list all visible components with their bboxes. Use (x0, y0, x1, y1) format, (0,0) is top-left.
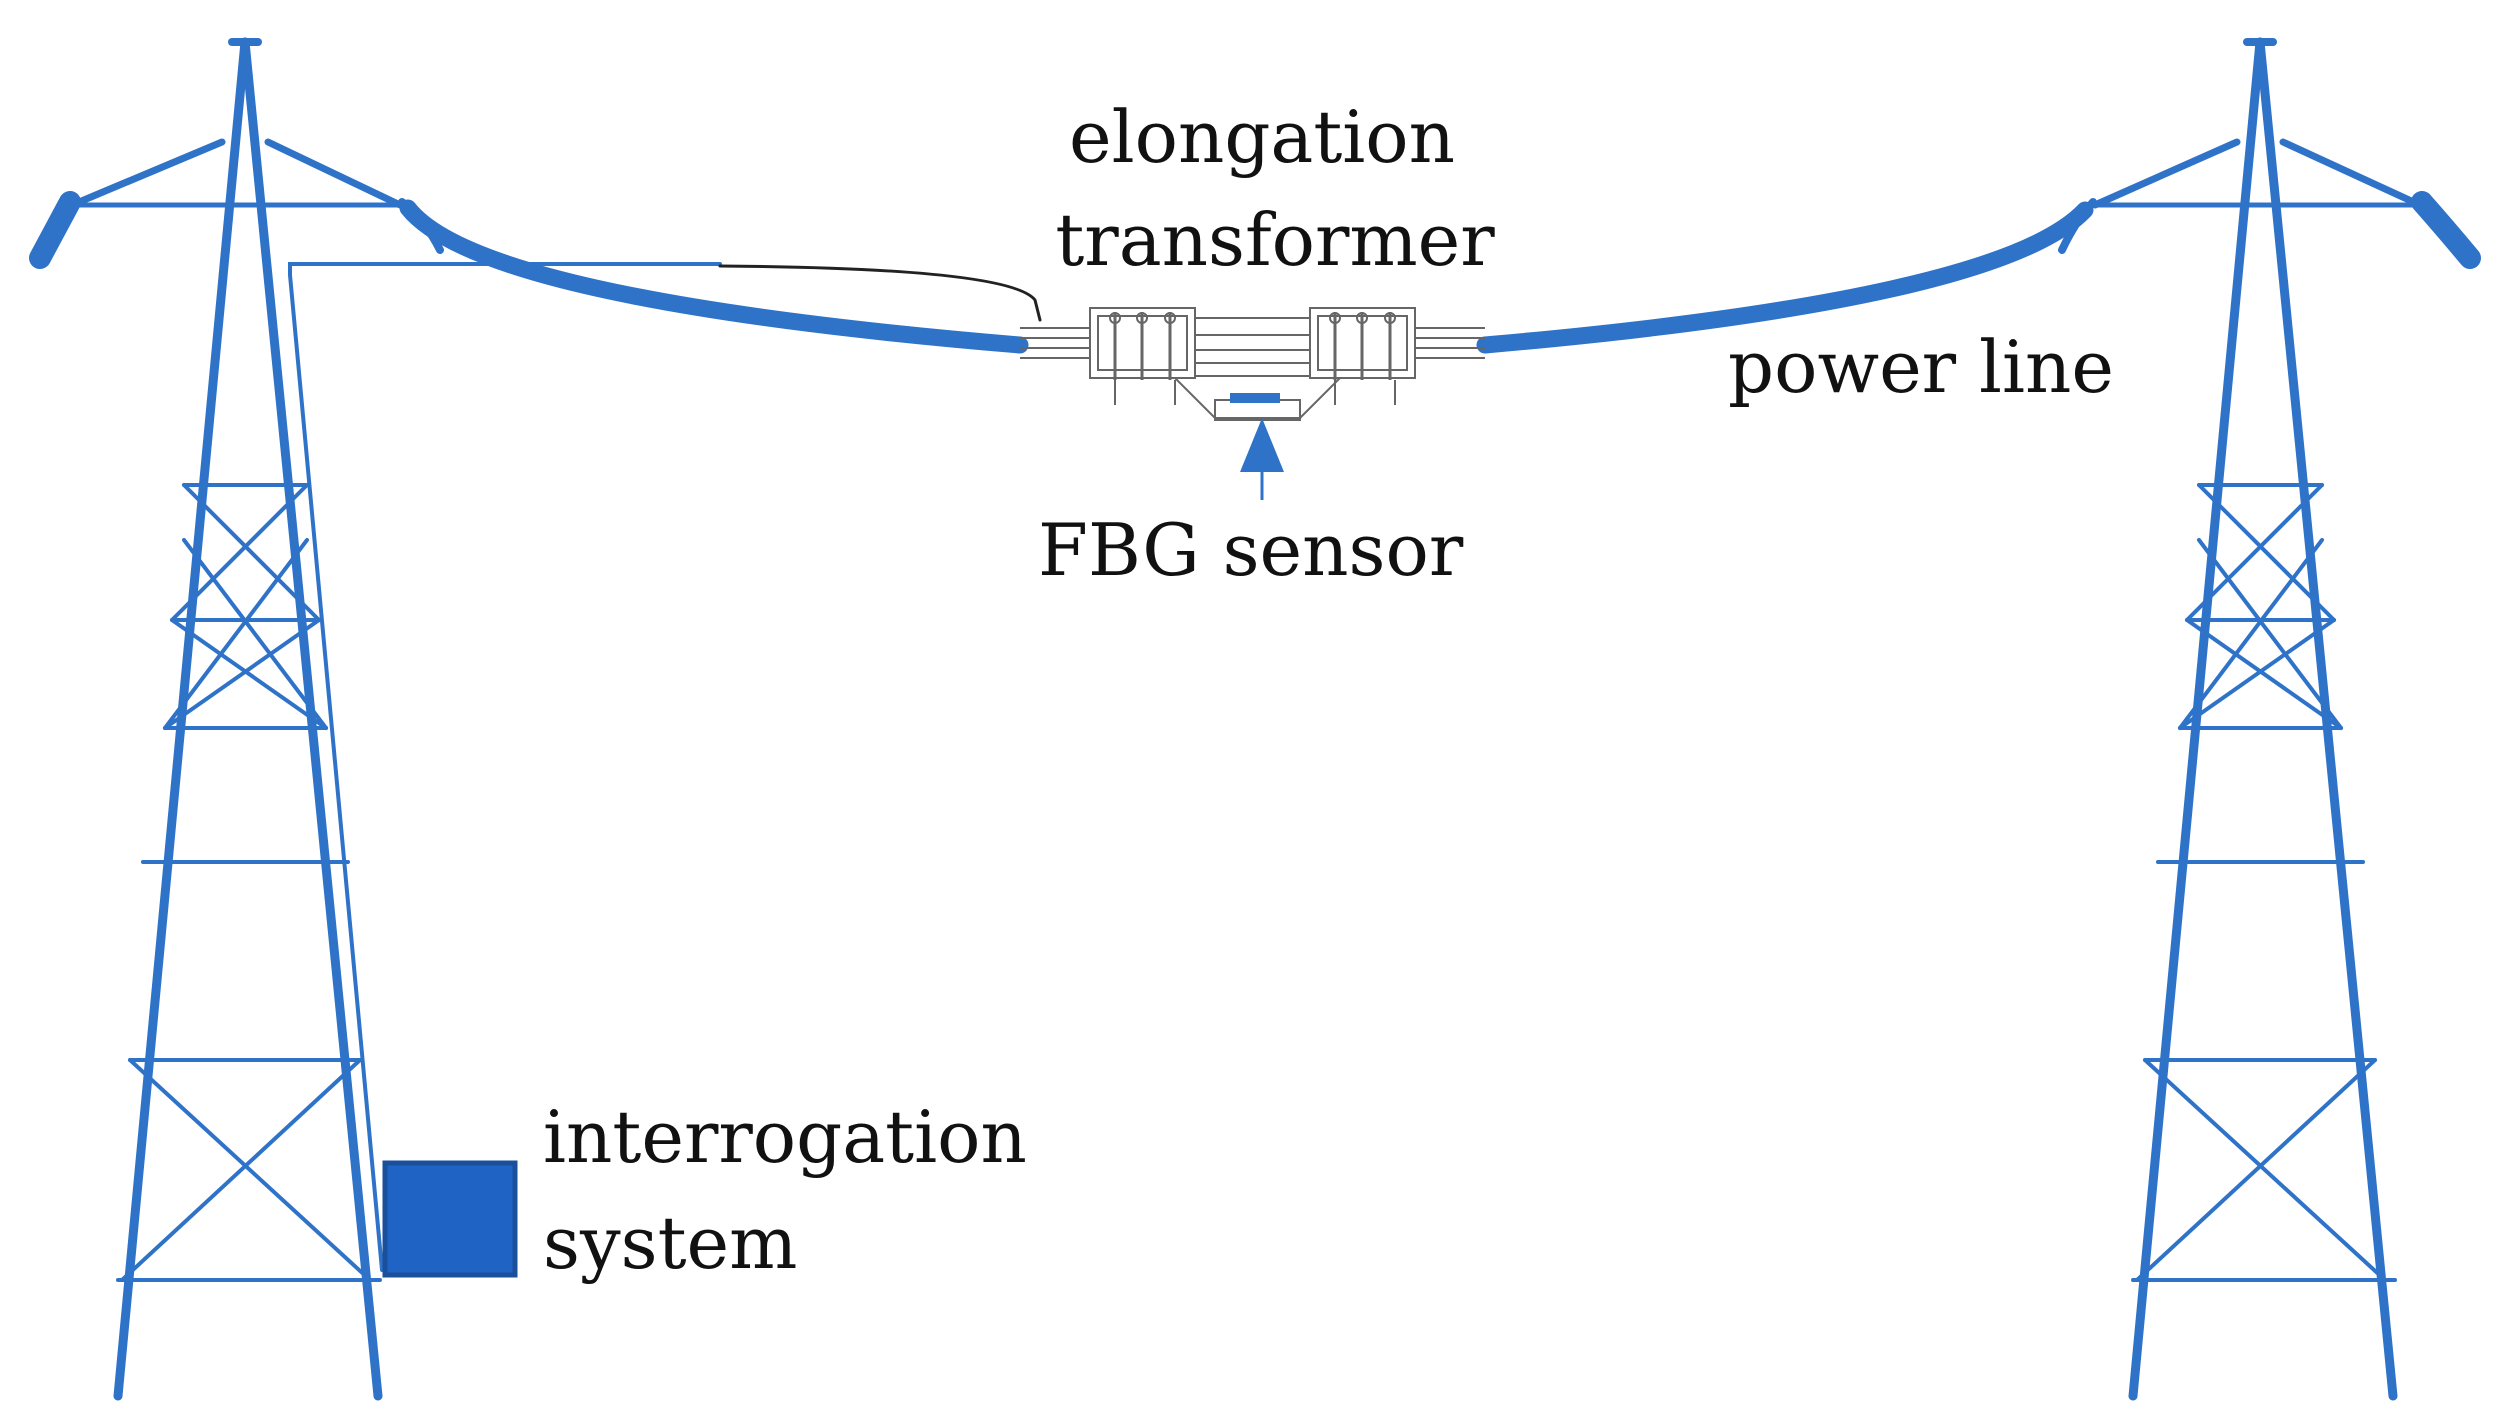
fbg-sensor-arrow (1240, 418, 1284, 500)
elongation-transformer-label-line1: elongation (1069, 95, 1455, 179)
interrogation-system-label-line1: interrogation (543, 1095, 1027, 1179)
left-tower (29, 37, 444, 1401)
interrogation-system-box (382, 1160, 518, 1278)
power-line-cable (399, 199, 2094, 354)
fbg-sensor-element (1230, 393, 1280, 403)
elongation-transformer (1020, 307, 1485, 421)
right-tower (2058, 37, 2481, 1401)
fbg-sensor-label: FBG sensor (1038, 508, 1464, 592)
elongation-transformer-label-line2: transformer (1055, 198, 1495, 282)
power-line-label: power line (1728, 325, 2114, 409)
optical-fiber (288, 262, 1042, 1272)
interrogation-system-label-line2: system (543, 1201, 797, 1285)
